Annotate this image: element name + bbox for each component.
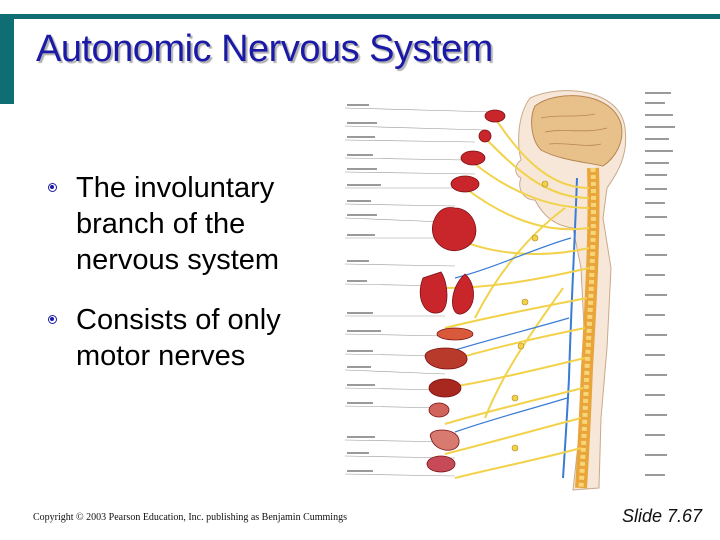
bullet-item: The involuntary branch of the nervous sy…	[42, 170, 342, 278]
accent-bar-left	[0, 14, 14, 104]
bullet-item: Consists of only motor nerves	[42, 302, 342, 374]
bullet-marker-icon	[48, 315, 57, 324]
stomach-organ	[424, 347, 468, 370]
lungs-organ	[419, 271, 474, 315]
slide-number: Slide 7.67	[621, 506, 702, 526]
organs	[419, 109, 506, 473]
vessel-lines	[454, 237, 572, 433]
heart-organ	[432, 207, 477, 251]
accent-bar-top	[14, 14, 720, 19]
spinal-column	[575, 167, 600, 489]
bullet-marker-icon	[48, 183, 57, 192]
slide-title: Autonomic Nervous System	[36, 28, 493, 70]
nervous-system-figure	[345, 88, 705, 492]
left-label-marks	[347, 104, 381, 472]
eye-organ	[484, 109, 506, 123]
autonomic-nervous-system-illustration	[345, 90, 675, 491]
bullet-text: The involuntary branch of the nervous sy…	[76, 172, 280, 276]
sympathetic-chain	[562, 177, 578, 479]
bullet-text: Consists of only motor nerves	[76, 304, 281, 372]
ganglia	[511, 180, 549, 452]
bullet-list: The involuntary branch of the nervous sy…	[42, 170, 342, 398]
copyright-footer: Copyright © 2003 Pearson Education, Inc.…	[33, 512, 347, 523]
right-label-marks	[645, 92, 675, 476]
